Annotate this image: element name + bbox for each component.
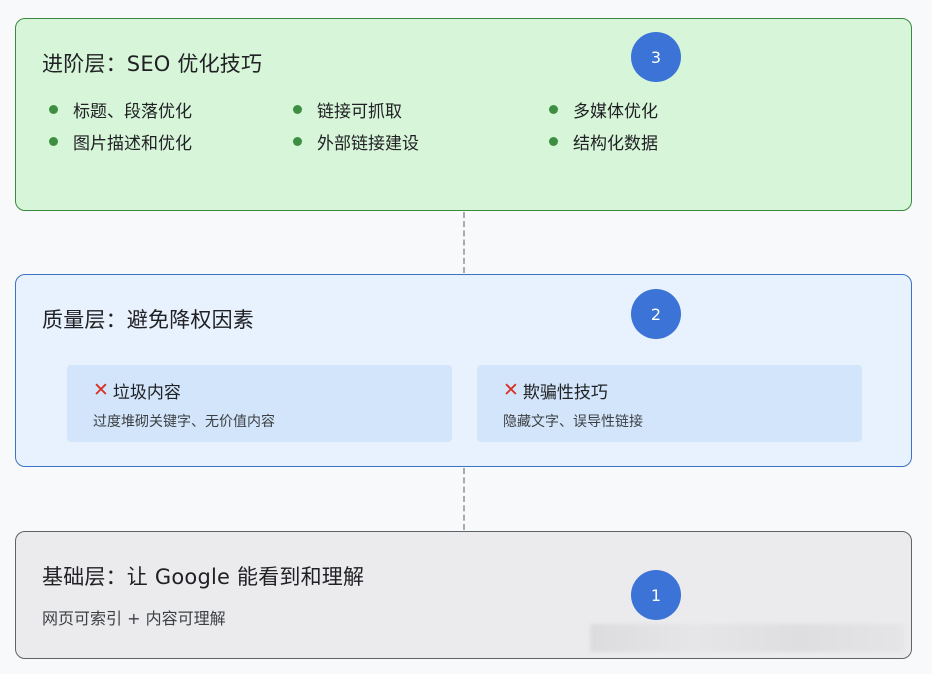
factor-description: 隐藏文字、误导性链接 (503, 414, 643, 430)
layer-number-badge: 3 (631, 32, 681, 82)
penalty-factor-card: ✕ 垃圾内容 过度堆砌关键字、无价值内容 (67, 365, 452, 442)
layer-title: 质量层：避免降权因素 (42, 308, 254, 332)
bullet-dot-icon (549, 137, 558, 146)
bullet-dot-icon (293, 105, 302, 114)
tip-item: 多媒体优化 (549, 97, 658, 122)
blurred-region (590, 624, 904, 652)
tip-list: 标题、段落优化 链接可抓取 多媒体优化 图片描述和优化 外部链接建设 结构化数据 (49, 97, 849, 167)
factor-title: 欺骗性技巧 (522, 383, 608, 403)
dashed-connector (463, 212, 465, 273)
layer-foundation: 基础层：让 Google 能看到和理解 1 网页可索引 + 内容可理解 (15, 531, 912, 659)
tip-label: 标题、段落优化 (73, 102, 192, 122)
layer-quality: 质量层：避免降权因素 2 ✕ 垃圾内容 过度堆砌关键字、无价值内容 ✕ 欺骗性技… (15, 274, 912, 467)
layer-description: 网页可索引 + 内容可理解 (42, 609, 226, 628)
layer-advanced: 进阶层：SEO 优化技巧 3 标题、段落优化 链接可抓取 多媒体优化 图片描述和… (15, 18, 912, 211)
layer-number-badge: 1 (631, 570, 681, 620)
layer-title: 进阶层：SEO 优化技巧 (42, 52, 263, 76)
factor-header: ✕ 欺骗性技巧 (503, 378, 862, 404)
tip-item: 图片描述和优化 (49, 129, 192, 154)
layer-title: 基础层：让 Google 能看到和理解 (42, 565, 365, 589)
tip-label: 结构化数据 (573, 134, 658, 154)
tip-label: 多媒体优化 (573, 102, 658, 122)
tip-item: 标题、段落优化 (49, 97, 192, 122)
tip-label: 图片描述和优化 (73, 134, 192, 154)
tip-item: 链接可抓取 (293, 97, 402, 122)
tip-item: 结构化数据 (549, 129, 658, 154)
factor-description: 过度堆砌关键字、无价值内容 (93, 414, 275, 430)
cross-icon: ✕ (93, 379, 109, 401)
bullet-dot-icon (49, 105, 58, 114)
layer-number-badge: 2 (631, 289, 681, 339)
bullet-dot-icon (293, 137, 302, 146)
factor-header: ✕ 垃圾内容 (93, 378, 452, 404)
tip-item: 外部链接建设 (293, 129, 419, 154)
tip-label: 外部链接建设 (317, 134, 419, 154)
bullet-dot-icon (49, 137, 58, 146)
factor-title: 垃圾内容 (112, 383, 181, 403)
dashed-connector (463, 468, 465, 530)
penalty-factor-card: ✕ 欺骗性技巧 隐藏文字、误导性链接 (477, 365, 862, 442)
tip-label: 链接可抓取 (317, 102, 402, 122)
cross-icon: ✕ (503, 379, 519, 401)
bullet-dot-icon (549, 105, 558, 114)
